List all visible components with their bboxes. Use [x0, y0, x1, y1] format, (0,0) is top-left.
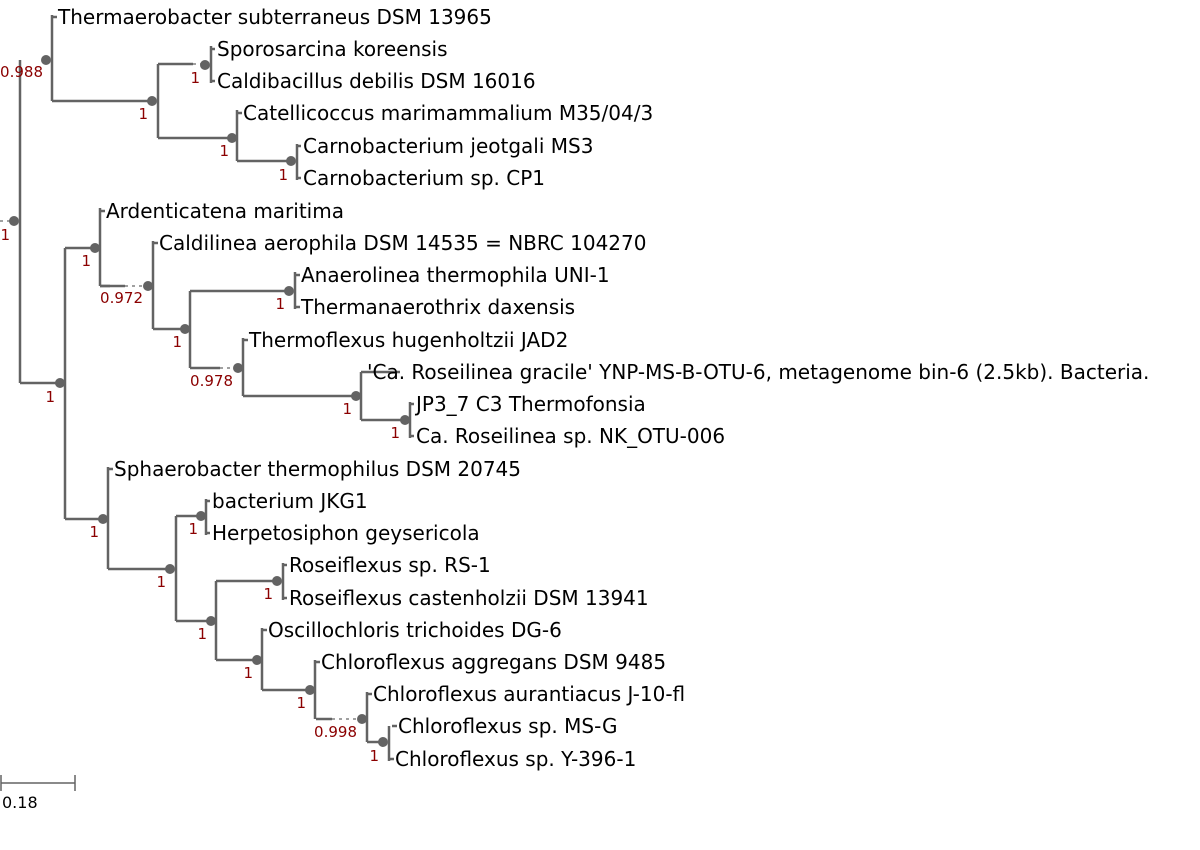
- support-value: 1: [369, 747, 379, 765]
- support-value: 1: [342, 400, 352, 418]
- node-marker: [357, 714, 367, 724]
- node-marker: [196, 511, 206, 521]
- support-value: 1: [0, 226, 10, 244]
- leaf-label: Sphaerobacter thermophilus DSM 20745: [114, 457, 521, 481]
- node-marker: [165, 564, 175, 574]
- leaf-label: Caldilinea aerophila DSM 14535 = NBRC 10…: [159, 231, 646, 255]
- node-marker: [147, 96, 157, 106]
- support-value: 0.978: [190, 372, 233, 390]
- node-marker: [90, 243, 100, 253]
- leaf-label: JP3_7 C3 Thermofonsia: [414, 392, 646, 416]
- support-value: 1: [296, 694, 306, 712]
- support-value: 1: [138, 105, 148, 123]
- tree-branches: [0, 15, 414, 761]
- leaf-label: Roseiflexus sp. RS-1: [289, 553, 491, 577]
- leaf-label: Oscillochloris trichoides DG-6: [268, 618, 562, 642]
- support-value: 1: [197, 625, 207, 643]
- support-value: 1: [219, 142, 229, 160]
- support-value: 1: [390, 424, 400, 442]
- leaf-label: Chloroflexus sp. Y-396-1: [395, 747, 636, 771]
- tree-node-markers: [9, 55, 410, 747]
- node-marker: [227, 133, 237, 143]
- node-marker: [200, 60, 210, 70]
- node-marker: [233, 363, 243, 373]
- node-marker: [272, 576, 282, 586]
- leaf-label: Carnobacterium sp. CP1: [303, 166, 545, 190]
- node-marker: [252, 655, 262, 665]
- leaf-label: Anaerolinea thermophila UNI-1: [301, 263, 610, 287]
- node-marker: [378, 737, 388, 747]
- node-marker: [180, 324, 190, 334]
- leaf-label: Caldibacillus debilis DSM 16016: [217, 69, 536, 93]
- node-marker: [286, 156, 296, 166]
- support-value: 0.988: [0, 63, 43, 81]
- support-value: 1: [156, 573, 166, 591]
- support-value: 1: [89, 523, 99, 541]
- node-marker: [55, 378, 65, 388]
- node-marker: [41, 55, 51, 65]
- leaf-label: Thermoflexus hugenholtzii JAD2: [248, 328, 568, 352]
- scale-bar-label: 0.18: [2, 793, 38, 812]
- node-marker: [98, 514, 108, 524]
- leaf-label: Ca. Roseilinea sp. NK_OTU-006: [416, 424, 725, 448]
- leaf-label: Thermanaerothrix daxensis: [300, 295, 575, 319]
- support-value: 0.998: [314, 723, 357, 741]
- node-marker: [284, 286, 294, 296]
- node-marker: [9, 216, 19, 226]
- support-value: 1: [263, 585, 273, 603]
- support-value: 1: [278, 166, 288, 184]
- leaf-label: Herpetosiphon geysericola: [212, 521, 480, 545]
- support-value: 0.972: [100, 289, 143, 307]
- support-values: 1 1 0.988 1 1 1 1 1 0.972 1 1 0.978 1 1 1 1 1 1 1 1 1 0.998 1: [0, 63, 400, 765]
- leaf-label: Sporosarcina koreensis: [217, 37, 448, 61]
- leaf-label: Roseiflexus castenholzii DSM 13941: [289, 586, 649, 610]
- node-marker: [351, 391, 361, 401]
- leaf-label: Chloroflexus sp. MS-G: [398, 714, 618, 738]
- support-value: 1: [81, 252, 91, 270]
- leaf-label: 'Ca. Roseilinea gracile' YNP-MS-B-OTU-6,…: [367, 360, 1149, 384]
- leaf-label: bacterium JKG1: [212, 489, 368, 513]
- support-value: 1: [172, 333, 182, 351]
- scale-bar: 0.18: [0, 775, 76, 812]
- leaf-label: Carnobacterium jeotgali MS3: [303, 134, 593, 158]
- node-marker: [305, 685, 315, 695]
- leaf-label: Chloroflexus aggregans DSM 9485: [321, 650, 666, 674]
- support-value: 1: [243, 664, 253, 682]
- node-marker: [400, 415, 410, 425]
- node-marker: [206, 616, 216, 626]
- leaf-label: Chloroflexus aurantiacus J-10-fl: [373, 682, 685, 706]
- node-marker: [143, 281, 153, 291]
- support-value: 1: [190, 69, 200, 87]
- support-value: 1: [188, 520, 198, 538]
- leaf-label: Thermaerobacter subterraneus DSM 13965: [57, 5, 492, 29]
- leaf-labels: Thermaerobacter subterraneus DSM 13965Sp…: [57, 5, 1149, 771]
- support-value: 1: [275, 295, 285, 313]
- support-value: 1: [45, 388, 55, 406]
- leaf-label: Catellicoccus marimammalium M35/04/3: [243, 101, 653, 125]
- leaf-label: Ardenticatena maritima: [106, 199, 344, 223]
